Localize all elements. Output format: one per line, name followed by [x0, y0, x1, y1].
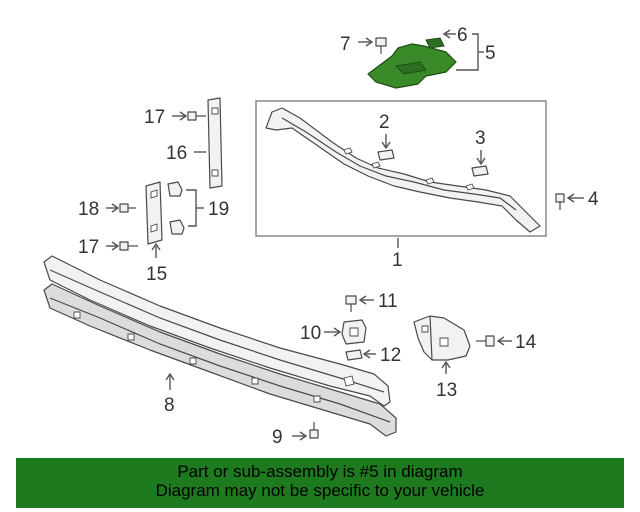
leader-15-arrow: [151, 242, 161, 251]
leader-13-arrow: [441, 360, 451, 369]
callout-9: 9: [272, 427, 283, 448]
leader-11-arrow: [358, 295, 367, 305]
part-5-bracket-highlighted[interactable]: [367, 37, 457, 89]
leader-8-arrow: [165, 372, 175, 381]
callout-3: 3: [475, 128, 486, 149]
leader-4-arrow: [566, 193, 575, 203]
leader-14-arrow: [496, 336, 505, 346]
part-10-bracket[interactable]: [341, 319, 367, 345]
callout-5: 5: [485, 43, 496, 64]
callout-11: 11: [378, 291, 398, 312]
callout-17-upper: 17: [144, 107, 165, 128]
leader-3-arrow: [476, 157, 486, 166]
callout-15: 15: [146, 264, 167, 285]
callout-14: 14: [515, 332, 537, 353]
callout-12: 12: [380, 345, 401, 366]
leader-6-arrow: [442, 29, 451, 39]
callout-18: 18: [78, 199, 99, 220]
leader-17-upper-arrow: [179, 111, 188, 121]
part-11-bolt[interactable]: [345, 295, 357, 312]
part-2-nut[interactable]: [377, 149, 395, 161]
leader-2-arrow: [381, 141, 391, 150]
callout-4: 4: [588, 189, 599, 210]
part-17-bolt-lower[interactable]: [119, 241, 138, 251]
part-1-group-box: [255, 100, 547, 237]
part-12-nut[interactable]: [345, 349, 363, 361]
callout-8: 8: [164, 395, 175, 416]
leader-12-arrow: [362, 349, 371, 359]
leader-18-arrow: [111, 203, 120, 213]
callout-10: 10: [300, 323, 321, 344]
notice-banner: Part or sub-assembly is #5 in diagram Di…: [16, 458, 624, 508]
part-4-bolt[interactable]: [555, 193, 565, 210]
callout-13: 13: [436, 380, 457, 401]
part-8-bumper-beam[interactable]: [43, 255, 397, 437]
part-18-bolt[interactable]: [119, 203, 136, 213]
leader-19-bracket: [186, 189, 197, 227]
callout-6: 6: [457, 25, 468, 46]
part-9-bolt[interactable]: [309, 422, 319, 439]
notice-line-2: Diagram may not be specific to your vehi…: [155, 481, 485, 500]
leader-9-arrow: [299, 431, 308, 441]
callout-1: 1: [392, 250, 403, 271]
part-3-nut[interactable]: [471, 165, 489, 177]
leader-17-lower-arrow: [111, 241, 120, 251]
part-16-strap[interactable]: [207, 97, 223, 189]
leader-10-arrow: [333, 327, 342, 337]
callout-16: 16: [166, 143, 187, 164]
part-19-clips[interactable]: [167, 181, 185, 235]
callout-2: 2: [379, 112, 390, 133]
notice-line-1: Part or sub-assembly is #5 in diagram: [177, 462, 463, 481]
leader-7-arrow: [365, 37, 374, 47]
callout-7: 7: [340, 34, 351, 55]
part-15-plate[interactable]: [145, 181, 163, 245]
part-7-screw[interactable]: [375, 37, 387, 54]
exploded-parts-diagram: 7 6 5 1 2 3 4 16: [43, 25, 599, 448]
part-17-bolt-upper[interactable]: [187, 111, 206, 121]
part-14-bolt[interactable]: [476, 335, 495, 347]
callout-19: 19: [208, 199, 229, 220]
part-13-bracket[interactable]: [413, 315, 471, 361]
callout-17-lower: 17: [78, 237, 99, 258]
part-1-upper-tie-bar[interactable]: [265, 107, 541, 233]
